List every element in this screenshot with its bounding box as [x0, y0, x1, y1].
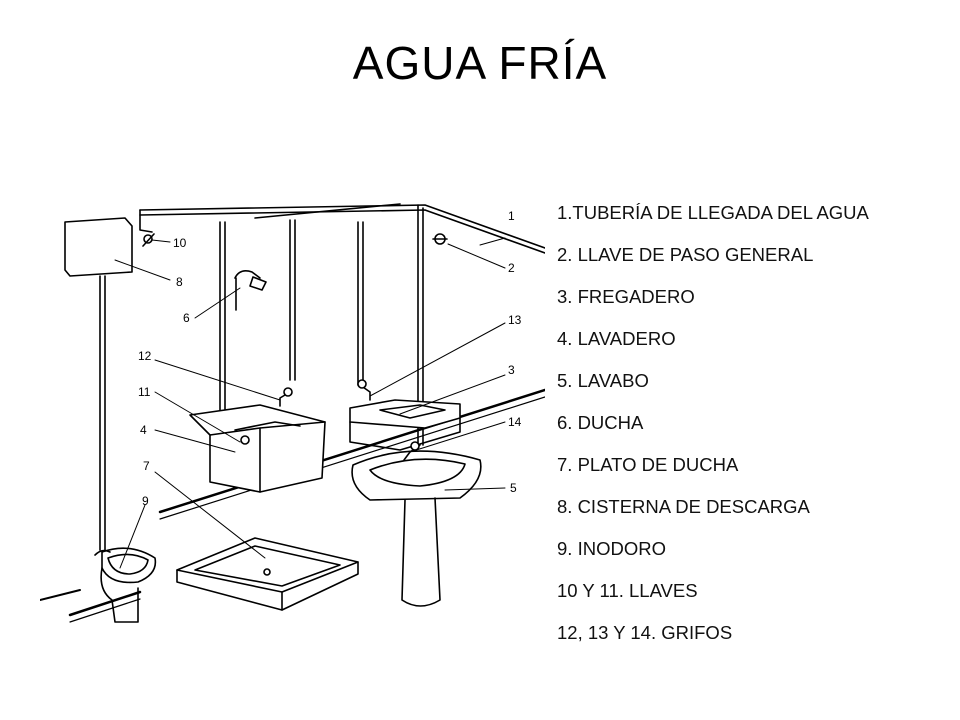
- callout-4: 4: [140, 423, 147, 437]
- legend-item: 1.TUBERÍA DE LLEGADA DEL AGUA: [557, 202, 869, 223]
- shower-tray: [176, 537, 359, 611]
- callout-1: 1: [508, 209, 515, 223]
- callout-2: 2: [508, 261, 515, 275]
- main-stop-valve: [432, 233, 448, 245]
- legend-item: 8. CISTERNA DE DESCARGA: [557, 496, 810, 517]
- callout-6: 6: [183, 311, 190, 325]
- shower-head: [234, 270, 267, 311]
- cistern: [64, 217, 133, 551]
- sink-3: [349, 399, 461, 451]
- tap-13: [357, 379, 371, 401]
- callout-9: 9: [142, 494, 149, 508]
- callout-12: 12: [138, 349, 152, 363]
- legend-item: 9. INODORO: [557, 538, 666, 559]
- legend-item: 10 Y 11. LLAVES: [557, 580, 698, 601]
- legend-item: 12, 13 Y 14. GRIFOS: [557, 622, 733, 643]
- legend-list: 1.TUBERÍA DE LLEGADA DEL AGUA 2. LLAVE D…: [557, 192, 952, 654]
- callout-8: 8: [176, 275, 183, 289]
- tap-12: [279, 387, 293, 407]
- laundry-tub: [189, 404, 326, 493]
- washbasin: [351, 450, 482, 607]
- callout-5: 5: [510, 481, 517, 495]
- legend-item: 2. LLAVE DE PASO GENERAL: [557, 244, 814, 265]
- callout-3: 3: [508, 363, 515, 377]
- callout-14: 14: [508, 415, 522, 429]
- callout-10: 10: [173, 236, 187, 250]
- legend-item: 5. LAVABO: [557, 370, 649, 391]
- floor-line: [40, 388, 545, 623]
- callout-13: 13: [508, 313, 522, 327]
- slide-title: AGUA FRÍA: [352, 37, 608, 89]
- legend-item: 4. LAVADERO: [557, 328, 676, 349]
- callout-11: 11: [138, 385, 151, 399]
- legend-item: 3. FREGADERO: [557, 286, 695, 307]
- callout-numbers: 1 2 3 4 5 6 7 8 9 10 11 12 13 14: [138, 209, 522, 508]
- callout-leaders: [114, 237, 506, 569]
- toilet: [94, 547, 157, 623]
- plumbing-diagram: 1 2 3 4 5 6 7 8 9 10 11 12 13 14: [40, 160, 545, 660]
- supply-pipes: [139, 203, 545, 446]
- valve-10: [142, 233, 155, 247]
- callout-7: 7: [143, 459, 150, 473]
- legend-item: 7. PLATO DE DUCHA: [557, 454, 739, 475]
- legend-item: 6. DUCHA: [557, 412, 644, 433]
